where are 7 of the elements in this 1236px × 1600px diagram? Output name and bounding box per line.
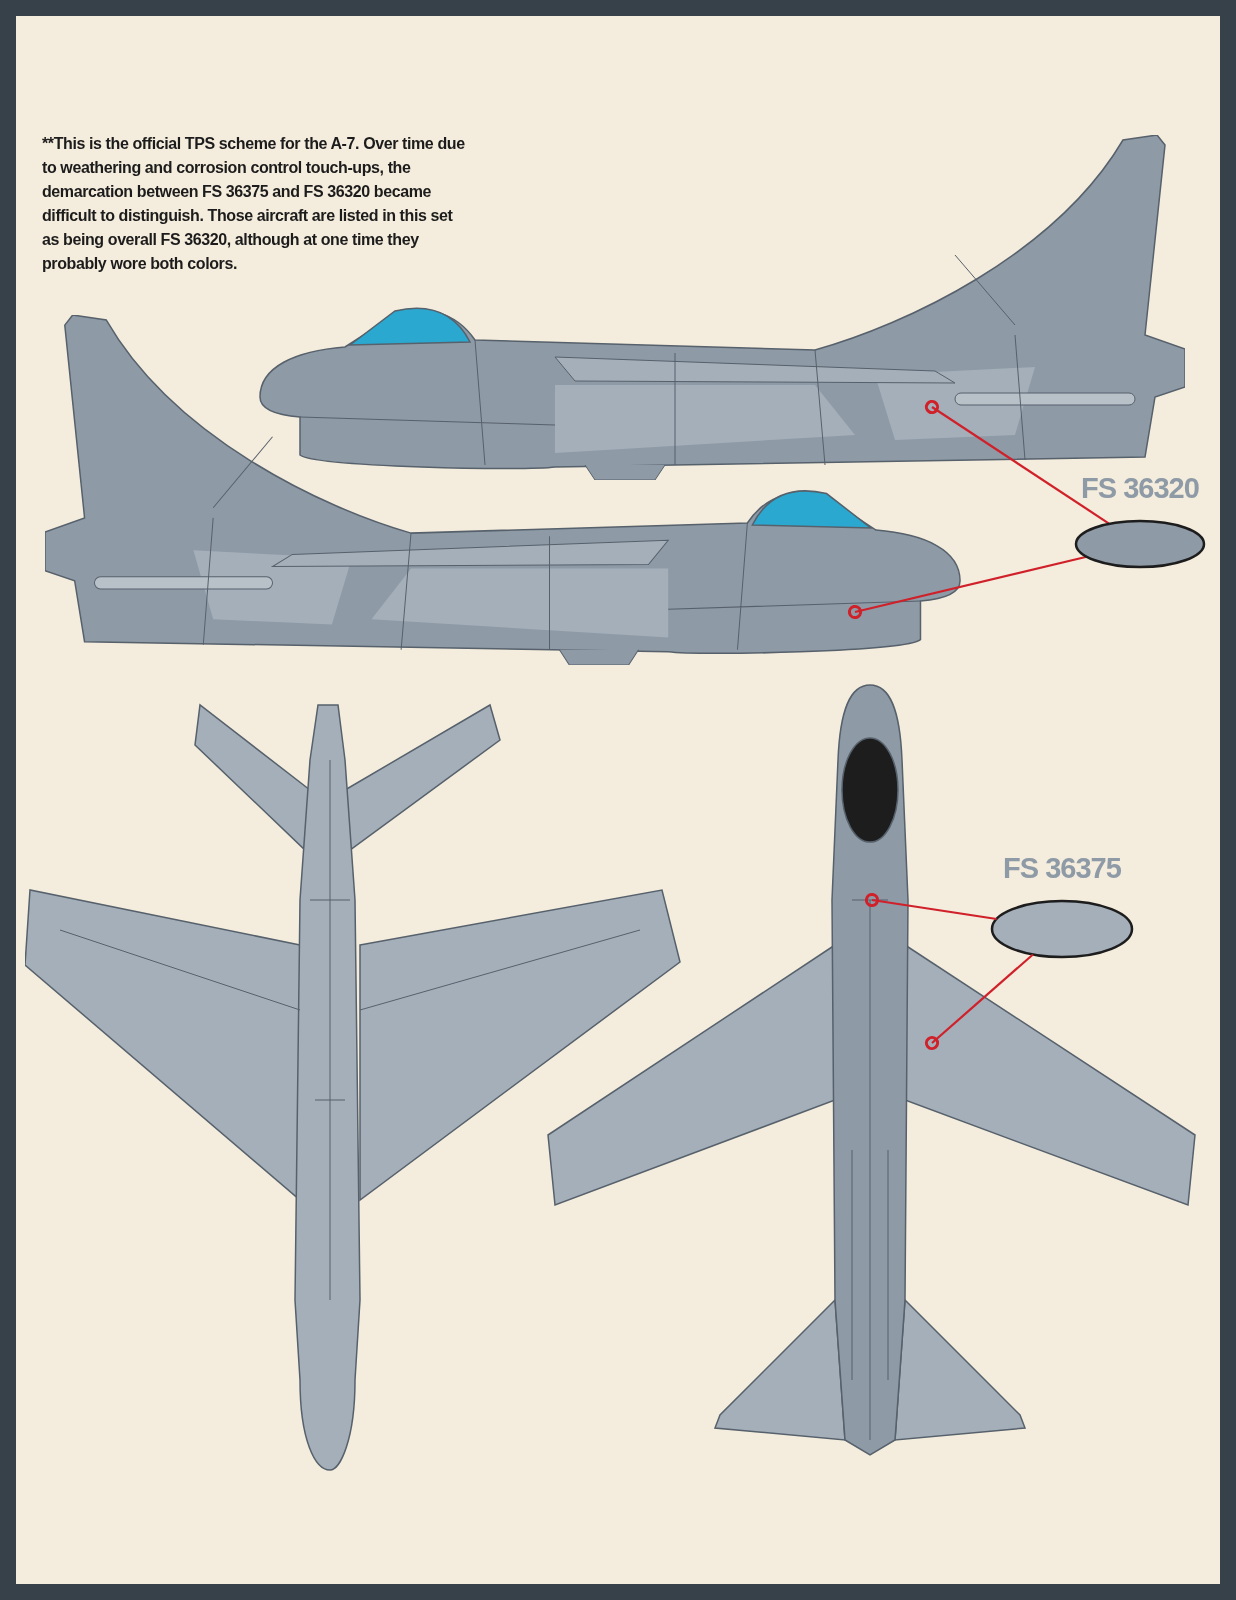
leader-line — [847, 555, 1087, 620]
leader-line — [924, 953, 1034, 1051]
leader-line — [864, 892, 997, 921]
color-label: FS 36320 — [1080, 471, 1200, 506]
leader-line — [924, 399, 1110, 525]
note-text: **This is the official TPS scheme for the A-7. Over time due to weathering and corrosion control touch-ups, the demarcation between FS 36375 and FS 36320 became difficult to distinguish. Those aircraft are listed in this set as being overall FS 36320, although at one time they probably wore both colors. — [42, 134, 466, 274]
color-label: FS 36375 — [1002, 851, 1122, 886]
